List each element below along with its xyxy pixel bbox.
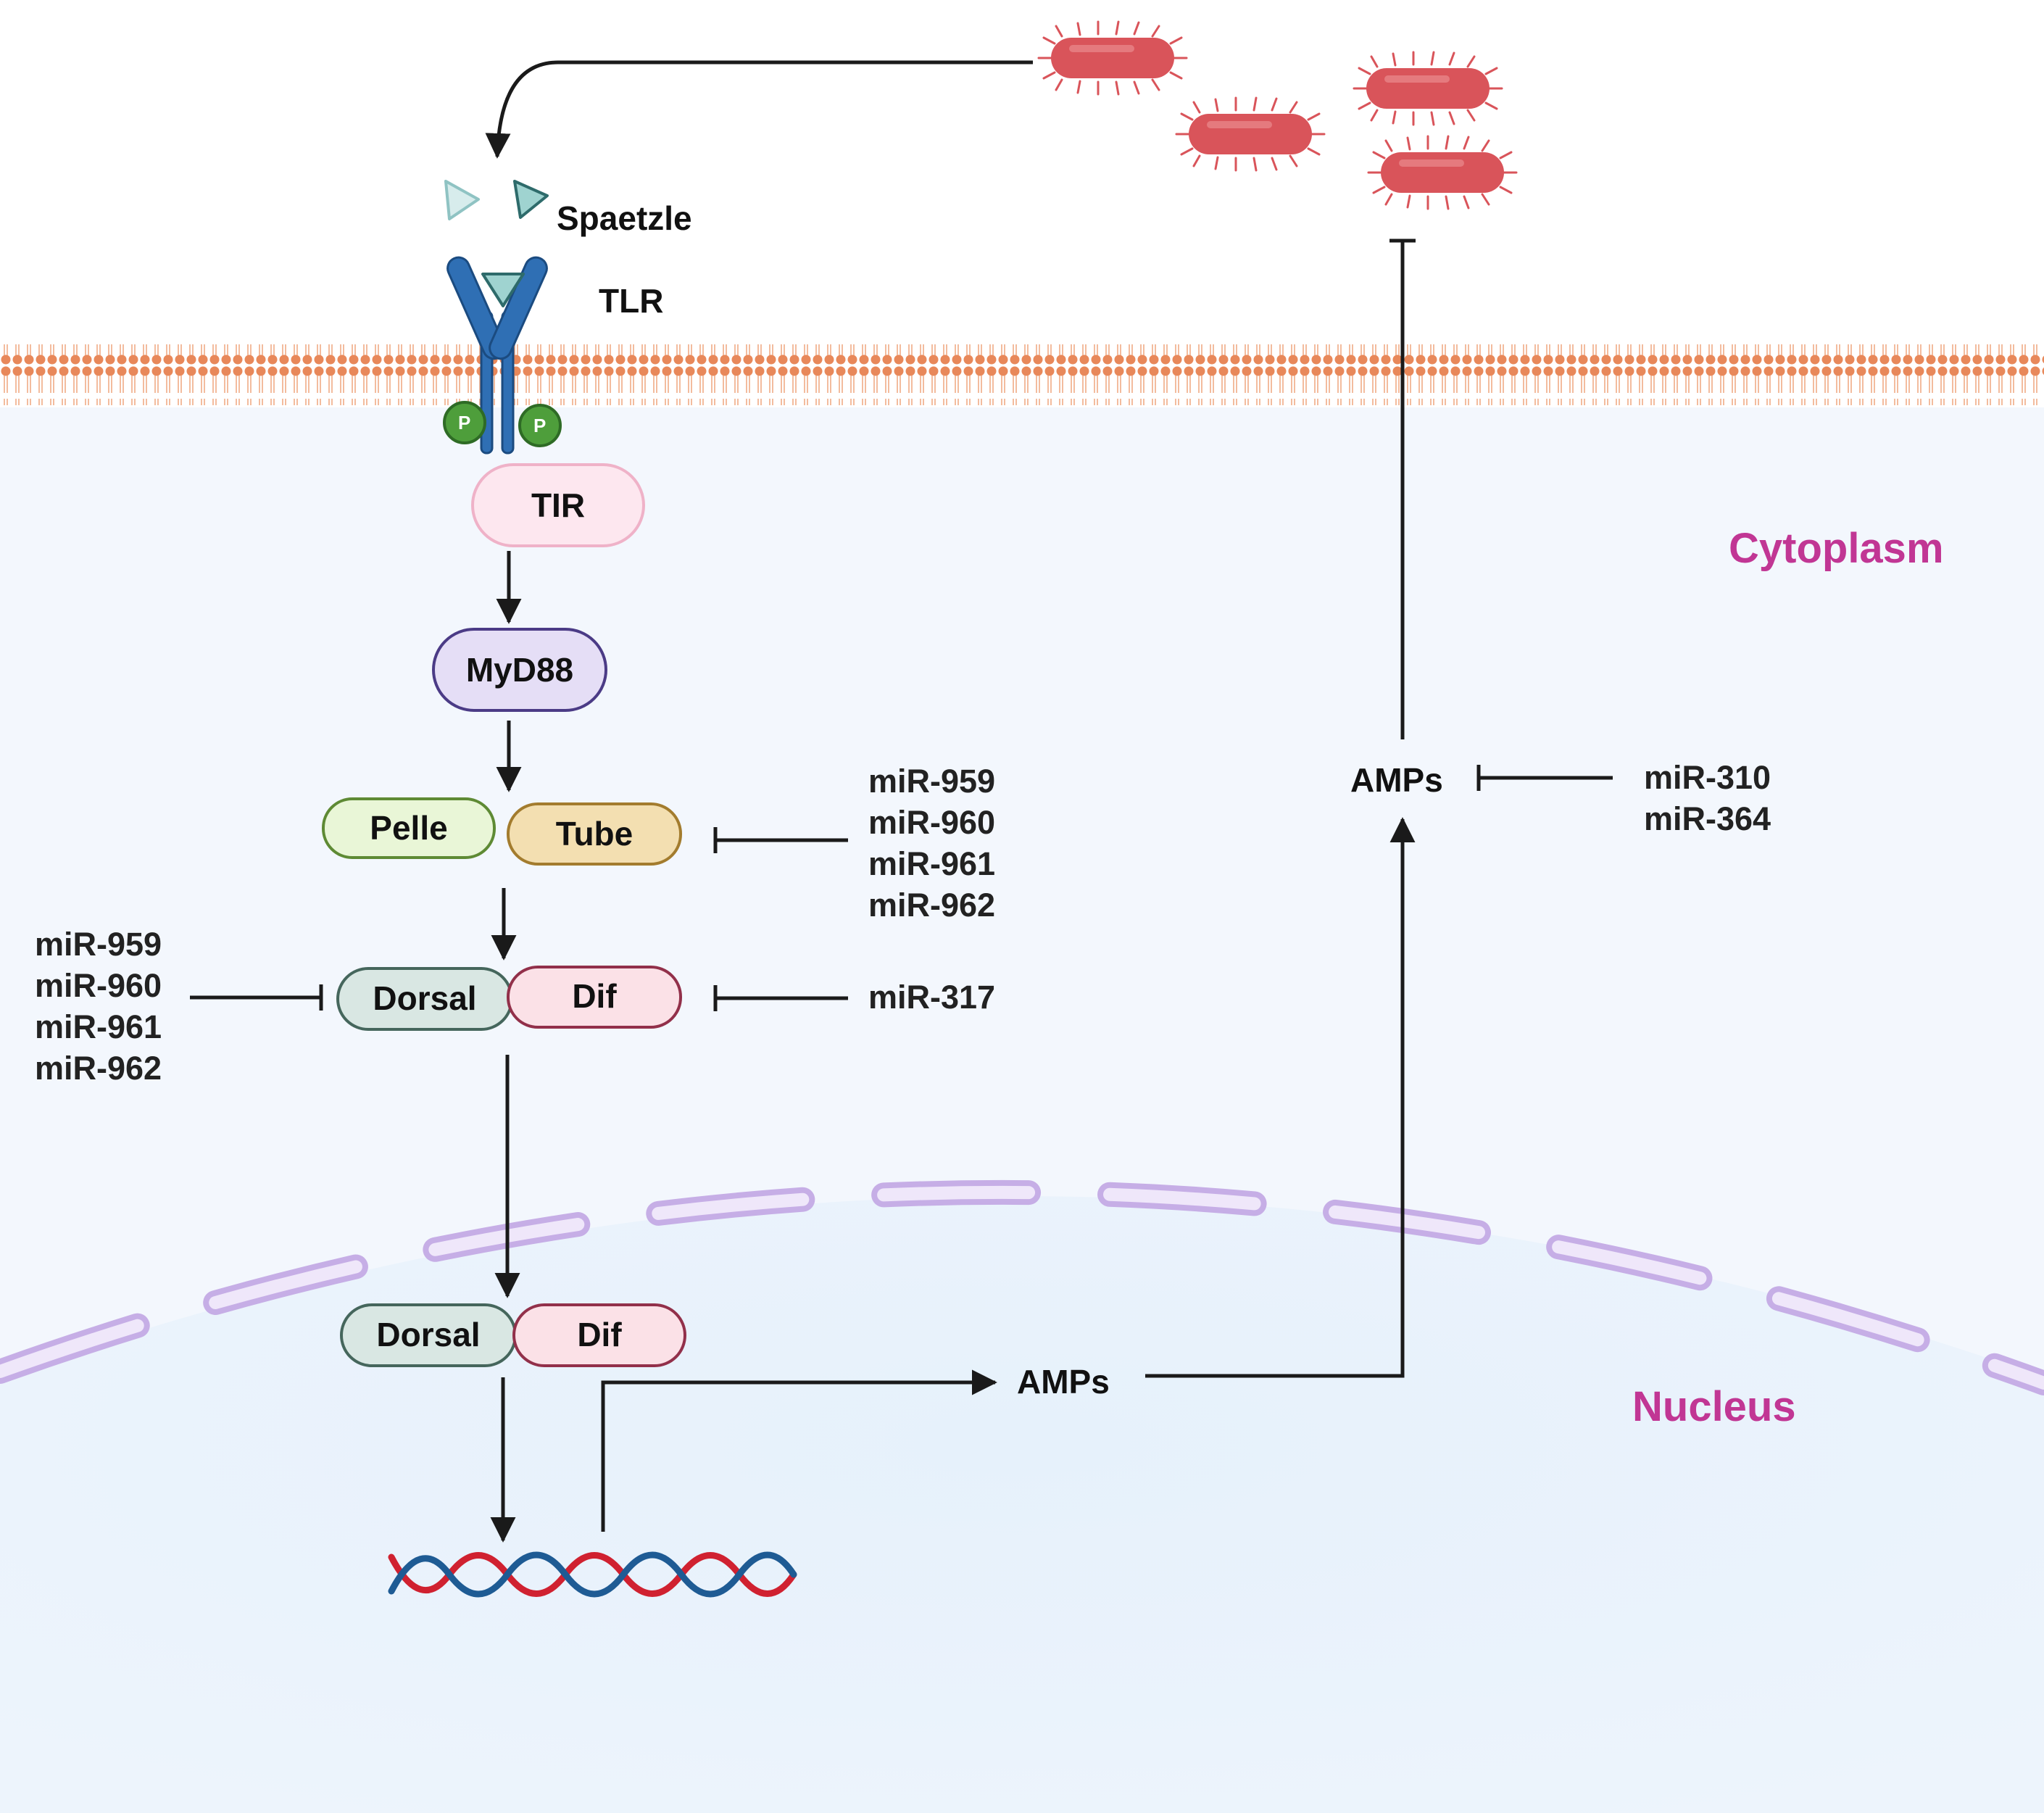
bacterium-icon bbox=[1367, 135, 1518, 210]
dif-node bbox=[507, 966, 682, 1029]
dif-inhibitor-list: miR-317 bbox=[868, 976, 995, 1018]
dif-nuclear-label: Dif bbox=[577, 1316, 622, 1353]
cytoplasm-label: Cytoplasm bbox=[1729, 525, 1944, 572]
mirna-label: miR-959 bbox=[868, 763, 996, 800]
spaetzle-ligand-icon bbox=[444, 180, 480, 220]
phospho-label: P bbox=[533, 415, 547, 436]
mirna-label: miR-962 bbox=[868, 887, 996, 924]
phosphate-icon bbox=[443, 401, 486, 444]
dna-helix-icon bbox=[388, 1551, 797, 1598]
phosphate-icon bbox=[518, 404, 562, 447]
amps-inhibitor-list: miR-310 miR-364 bbox=[1644, 757, 1771, 839]
amps-nucleus-label: AMPs bbox=[1017, 1363, 1110, 1401]
bacteria-to-spaetzle-arrow bbox=[485, 60, 1033, 159]
dorsal-label: Dorsal bbox=[373, 979, 477, 1017]
mirna-label: miR-961 bbox=[868, 845, 996, 882]
dorsal-inhibitor-list: miR-959 miR-960 miR-961 miR-962 bbox=[35, 924, 162, 1089]
tlr-receptor-icon bbox=[446, 256, 548, 455]
mirna-label: miR-364 bbox=[1644, 800, 1771, 837]
amps-kill-bacteria-inhibition bbox=[1389, 238, 1416, 739]
tir-node bbox=[471, 463, 645, 547]
tube-inhibition-line bbox=[713, 827, 848, 853]
spaetzle-label: Spaetzle bbox=[557, 199, 692, 237]
spaetzle-ligand-icon bbox=[513, 180, 549, 219]
tube-inhibitor-list: miR-959 miR-960 miR-961 miR-962 bbox=[868, 760, 995, 926]
dif-nuclear-node bbox=[512, 1303, 686, 1367]
mirna-label: miR-961 bbox=[35, 1008, 162, 1045]
mirna-label: miR-310 bbox=[1644, 759, 1771, 796]
dna-to-amps-arrow bbox=[601, 1369, 997, 1532]
amps-cytoplasm-label: AMPs bbox=[1350, 761, 1443, 799]
bacterium-icon bbox=[1037, 20, 1188, 96]
mirna-label: miR-960 bbox=[35, 967, 162, 1004]
tube-node bbox=[507, 802, 682, 866]
amps-export-arrow bbox=[1145, 817, 1416, 1378]
myd88-label: MyD88 bbox=[465, 651, 574, 689]
phospho-label: P bbox=[458, 412, 471, 433]
mirna-label: miR-960 bbox=[868, 804, 996, 841]
bacteria-group bbox=[1037, 20, 1518, 210]
pelle-label: Pelle bbox=[370, 809, 448, 847]
cell-membrane bbox=[0, 344, 2044, 405]
pelle-node bbox=[322, 797, 496, 859]
tube-label: Tube bbox=[555, 815, 633, 852]
tir-label: TIR bbox=[531, 486, 586, 524]
myd88-node bbox=[432, 628, 607, 712]
nucleus-label: Nucleus bbox=[1632, 1383, 1796, 1430]
dif-inhibition-line bbox=[713, 985, 848, 1011]
dorsal-inhibition-line bbox=[190, 984, 323, 1011]
dorsal-nuclear-label: Dorsal bbox=[376, 1316, 481, 1353]
tlr-label: TLR bbox=[599, 282, 664, 320]
bound-ligand-icon bbox=[481, 273, 525, 307]
nuclear-envelope-inner bbox=[0, 1185, 2044, 1390]
mirna-label: miR-959 bbox=[35, 926, 162, 963]
mirna-label: miR-317 bbox=[868, 979, 996, 1016]
mirna-label: miR-962 bbox=[35, 1050, 162, 1087]
bacterium-icon bbox=[1353, 51, 1503, 126]
dif-label: Dif bbox=[572, 977, 617, 1015]
amps-inhibition-line bbox=[1476, 765, 1613, 791]
bacterium-icon bbox=[1175, 96, 1326, 172]
